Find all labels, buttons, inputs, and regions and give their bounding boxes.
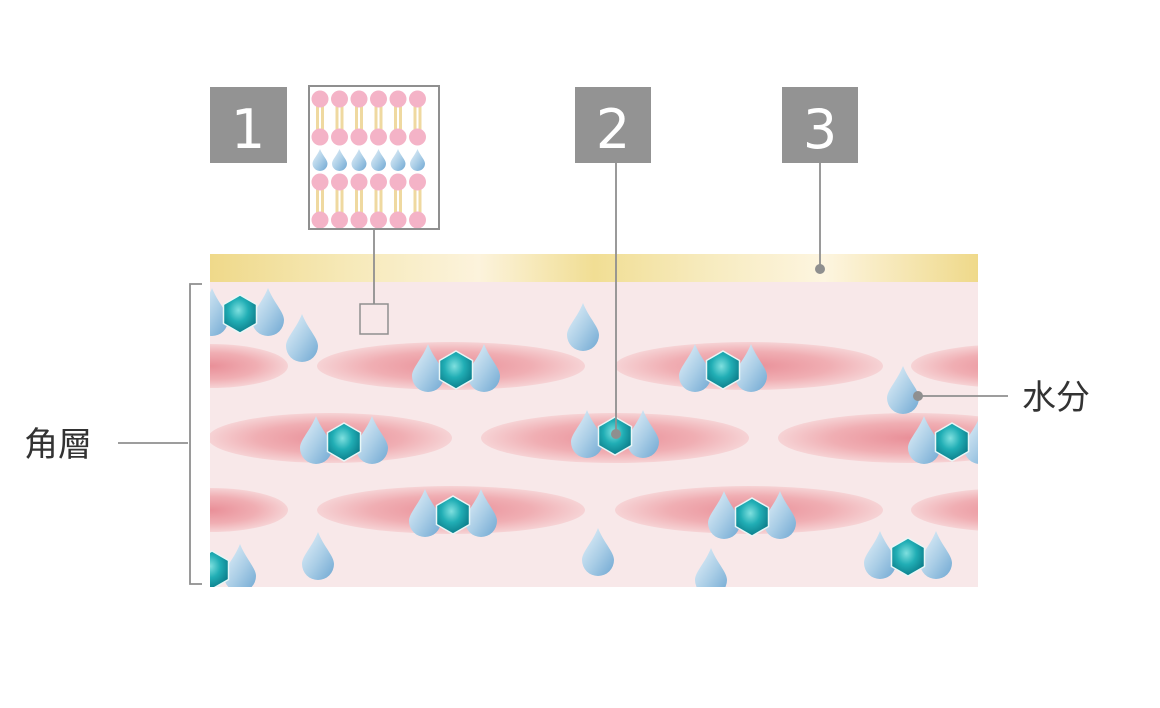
water-droplet-icon [286, 314, 318, 362]
water-droplet-icon [356, 416, 388, 464]
lipid-head-icon [389, 90, 407, 108]
hexagon-molecule-icon [890, 537, 926, 577]
hexagon-molecule-icon [438, 350, 474, 390]
water-droplet-icon [571, 410, 603, 458]
water-droplet-icon [412, 344, 444, 392]
marker-2: 2 [575, 87, 651, 163]
water-label: 水分 [1022, 378, 1090, 418]
lipid-head-icon [311, 173, 329, 191]
stratum-corneum-label: 角層 [24, 425, 92, 465]
marker-1-number: 1 [231, 98, 265, 161]
lipid-head-icon [331, 90, 348, 108]
water-droplet-icon [582, 528, 614, 576]
water-droplets [286, 303, 919, 587]
water-droplet-icon [708, 491, 740, 539]
hexagon-molecule-icon [222, 294, 258, 334]
water-droplet-icon [410, 149, 425, 172]
lipid-head-icon [331, 128, 348, 146]
lipid-head-icon [389, 128, 407, 146]
moisturizing-cluster [571, 410, 659, 458]
corneocyte-cell [911, 489, 978, 531]
water-droplet-icon [627, 410, 659, 458]
marker-2-number: 2 [596, 98, 630, 161]
water-droplet-icon [224, 544, 256, 587]
moisturizing-cluster [679, 344, 767, 392]
water-droplet-icon [300, 416, 332, 464]
water-droplet-icon [409, 489, 441, 537]
lipid-head-icon [350, 90, 368, 108]
lipid-head-icon [331, 211, 348, 228]
marker-1: 1 [210, 87, 287, 163]
water-droplet-icon [735, 344, 767, 392]
corneocyte-cell [210, 344, 288, 388]
water-droplet-icon [695, 548, 727, 587]
lipid-head-icon [311, 90, 329, 108]
water-droplet-icon [312, 149, 328, 172]
moisturizing-cluster [908, 416, 978, 464]
water-droplet-icon [908, 416, 940, 464]
lipid-head-icon [409, 211, 426, 228]
lipid-head-icon [409, 173, 426, 191]
lipid-head-icon [311, 128, 329, 146]
moisturizing-cluster [210, 288, 284, 336]
lipid-head-icon [389, 211, 407, 228]
water-droplet-icon [390, 149, 406, 172]
lipid-head-icon [370, 128, 387, 146]
water-droplet-icon [371, 149, 386, 172]
lipid-head-icon [311, 211, 329, 228]
moisturizing-cluster [412, 344, 500, 392]
marker-3: 3 [782, 87, 858, 163]
water-droplet-icon [252, 288, 284, 336]
hexagon-molecule-icon [326, 422, 362, 462]
lipid-head-icon [370, 173, 387, 191]
water-droplet-icon [964, 420, 978, 464]
lipid-head-icon [370, 90, 387, 108]
leader-dots [611, 264, 923, 439]
water-droplet-icon [679, 344, 711, 392]
lipid-band [210, 254, 978, 282]
lipid-bilayer-inset [308, 85, 440, 230]
moisturizing-cluster [210, 544, 256, 587]
water-droplet-icon [351, 149, 367, 172]
lipid-head-icon [350, 173, 368, 191]
lipid-head-icon [331, 173, 348, 191]
lipid-head-icon [350, 211, 368, 228]
hexagon-molecule-icon [435, 495, 471, 535]
water-droplet-icon [764, 491, 796, 539]
water-droplet-icon [302, 532, 334, 580]
water-droplet-icon [864, 531, 896, 579]
moisturizing-cluster [864, 531, 952, 579]
moisturizing-cluster [708, 491, 796, 539]
moisturizing-factor-clusters [210, 288, 978, 587]
moisturizing-cluster [409, 489, 497, 537]
water-droplet-icon [468, 344, 500, 392]
corneocyte-cell [911, 345, 978, 387]
hexagon-molecule-icon [734, 497, 770, 537]
hexagon-molecule-icon [934, 422, 970, 462]
lipid-head-icon [389, 173, 407, 191]
hexagon-molecule-icon [705, 350, 741, 390]
hexagon-molecule-icon [210, 550, 230, 587]
water-droplet-icon [465, 489, 497, 537]
lipid-head-icon [409, 128, 426, 146]
leader-lines [118, 163, 1008, 585]
lipid-head-icon [370, 211, 387, 228]
water-droplet-icon [332, 149, 347, 172]
corneocyte-cell [210, 488, 288, 532]
lipid-head-icon [409, 90, 426, 108]
lipid-head-icon [350, 128, 368, 146]
moisturizing-cluster [300, 416, 388, 464]
water-droplet-icon [887, 366, 919, 414]
water-droplet-icon [920, 531, 952, 579]
water-droplet-icon [567, 303, 599, 351]
marker-3-number: 3 [803, 98, 837, 161]
